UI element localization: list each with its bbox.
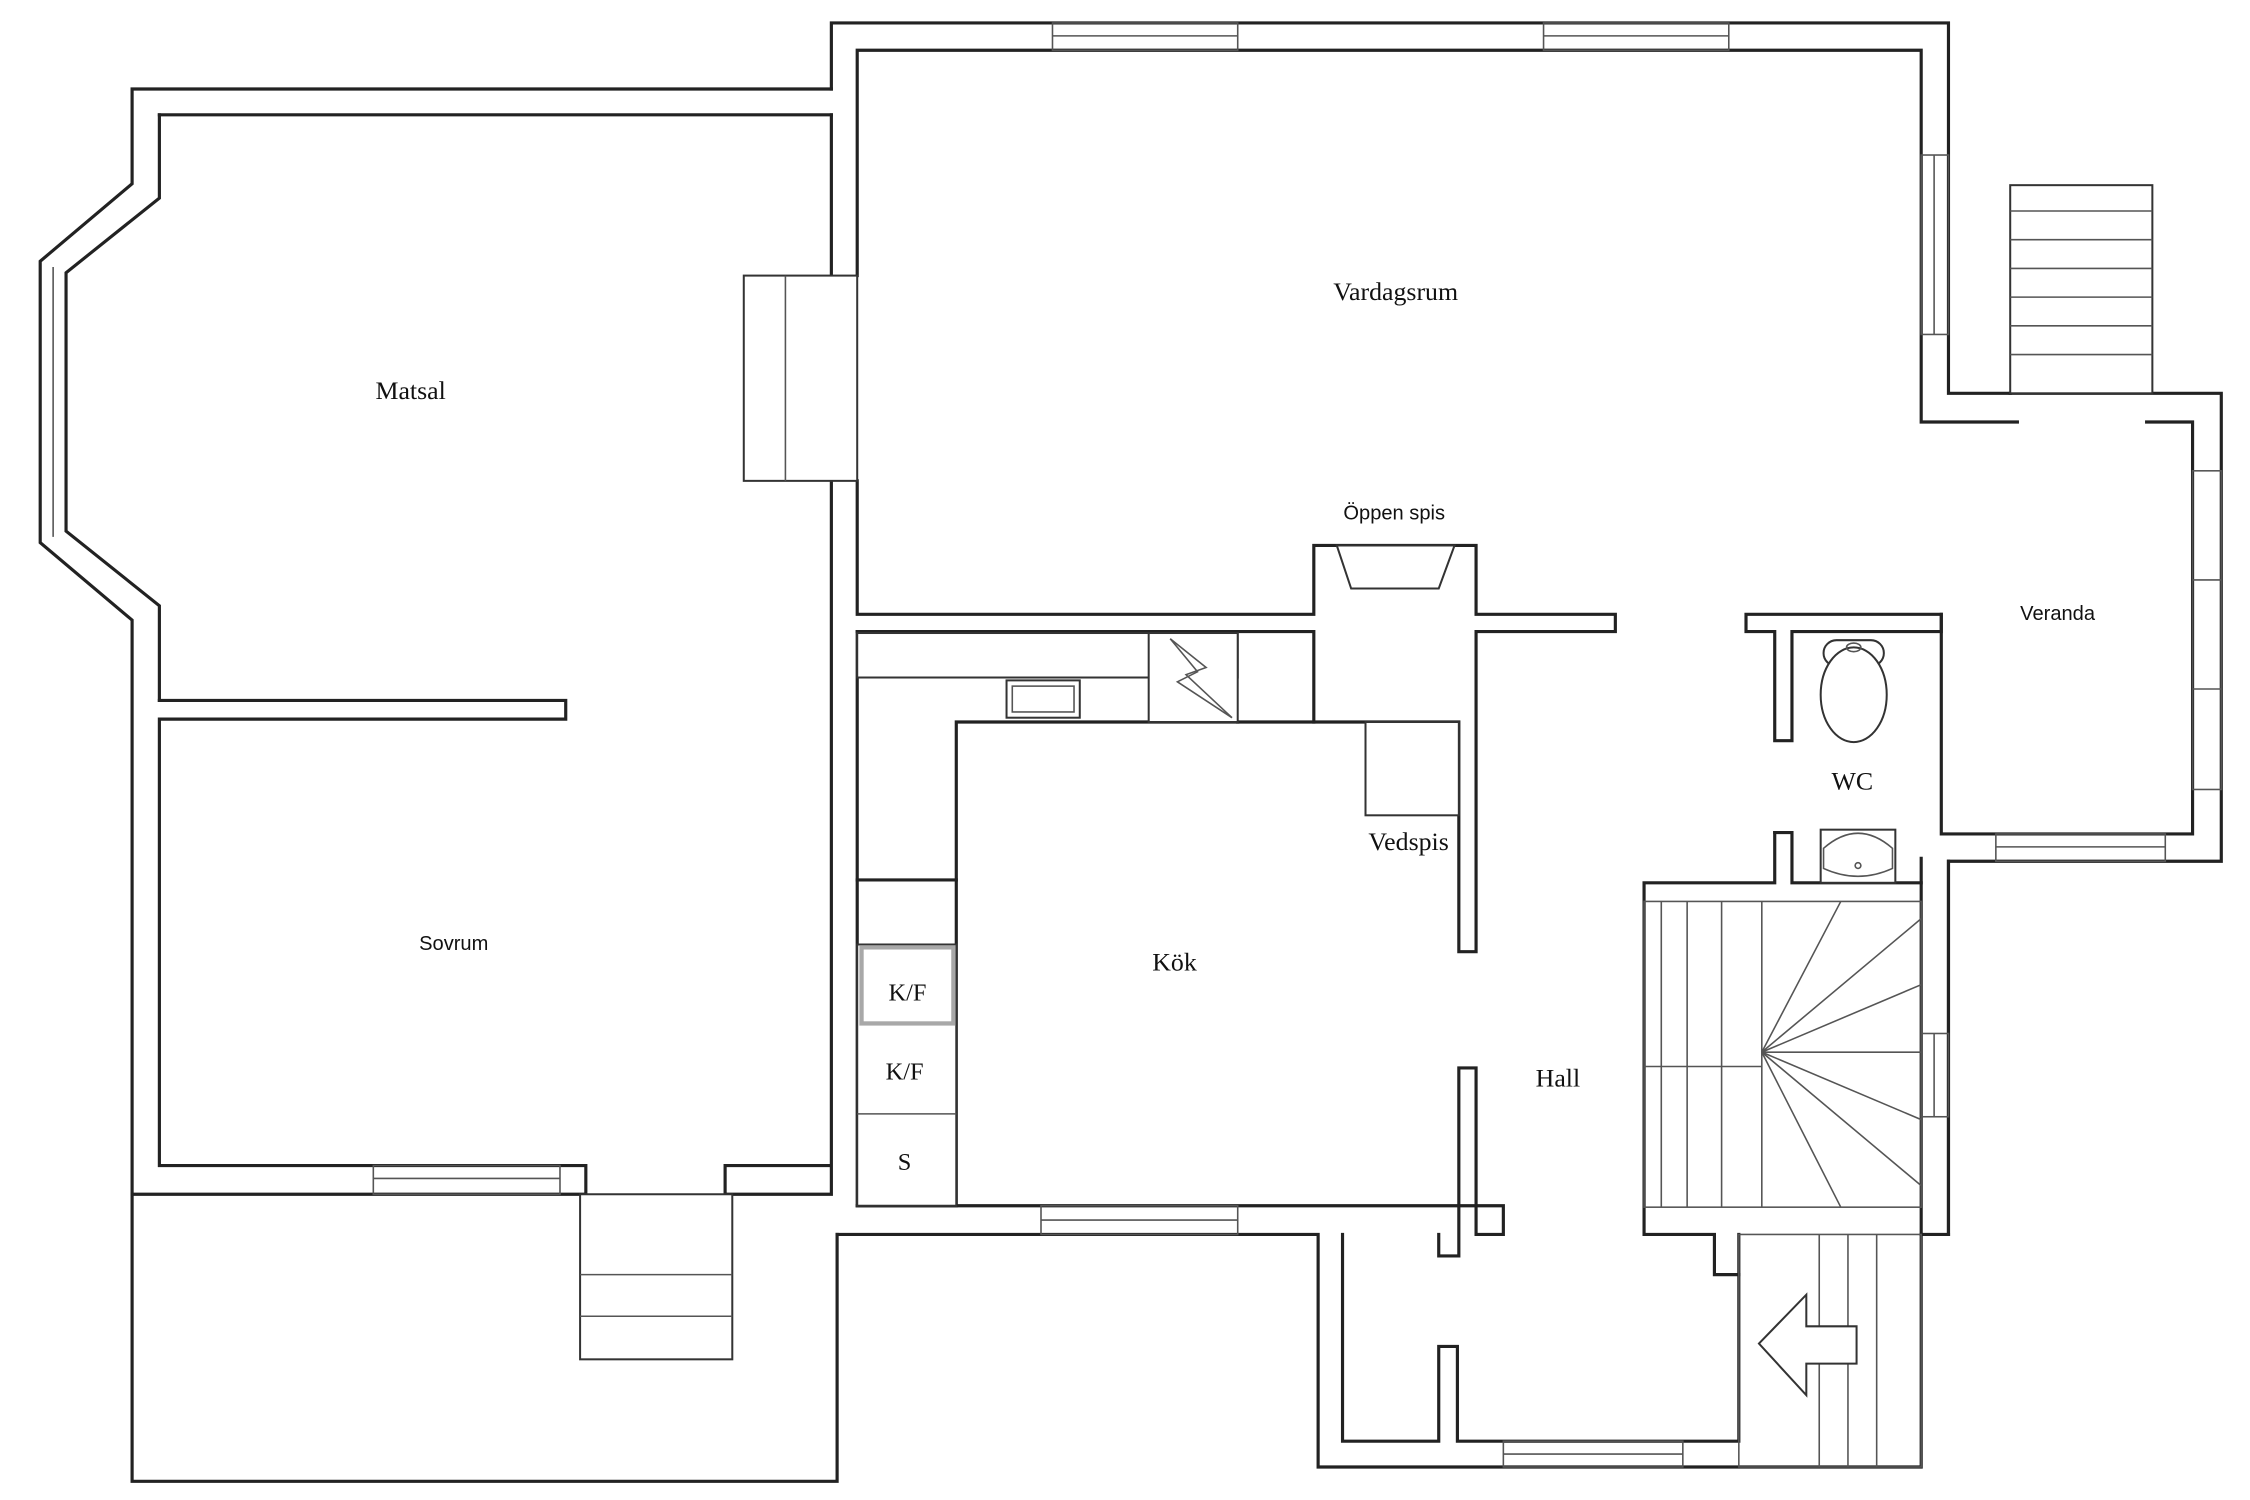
fixtures (742, 274, 1897, 1207)
appliance-label-kf-bottom: K/F (886, 1058, 924, 1085)
room-label-matsal: Matsal (376, 376, 446, 405)
windows (52, 22, 2223, 1468)
matsal-fireplace (742, 274, 859, 482)
oppen-spis-hearth (1335, 544, 1456, 590)
exterior-walls (38, 21, 2223, 1483)
room-label-kok: Kök (1152, 947, 1197, 976)
fridge-freezer-top (859, 945, 956, 1026)
room-label-hall: Hall (1536, 1064, 1580, 1093)
washbasin-icon (1819, 828, 1897, 884)
vedspis-stove (1364, 721, 1460, 817)
stairs (579, 184, 2154, 1468)
room-label-sovrum: Sovrum (419, 933, 488, 955)
room-label-wc: WC (1831, 766, 1873, 795)
sovrum-stairs (579, 1193, 734, 1361)
room-label-vardagsrum: Vardagsrum (1333, 277, 1458, 306)
feature-label-oppen-spis: Öppen spis (1343, 503, 1445, 525)
entrance-arrow-icon (1757, 1292, 1858, 1398)
appliance-label-kf-top: K/F (888, 979, 926, 1006)
appliance-label-s: S (898, 1149, 912, 1176)
room-labels: Vardagsrum Matsal Sovrum Kök Hall WC Ver… (376, 277, 2096, 1176)
veranda-stairs (2009, 184, 2154, 395)
feature-label-vedspis: Vedspis (1368, 827, 1448, 856)
toilet-icon (1819, 639, 1888, 744)
chimney (1147, 632, 1239, 724)
room-label-veranda: Veranda (2020, 603, 2096, 625)
